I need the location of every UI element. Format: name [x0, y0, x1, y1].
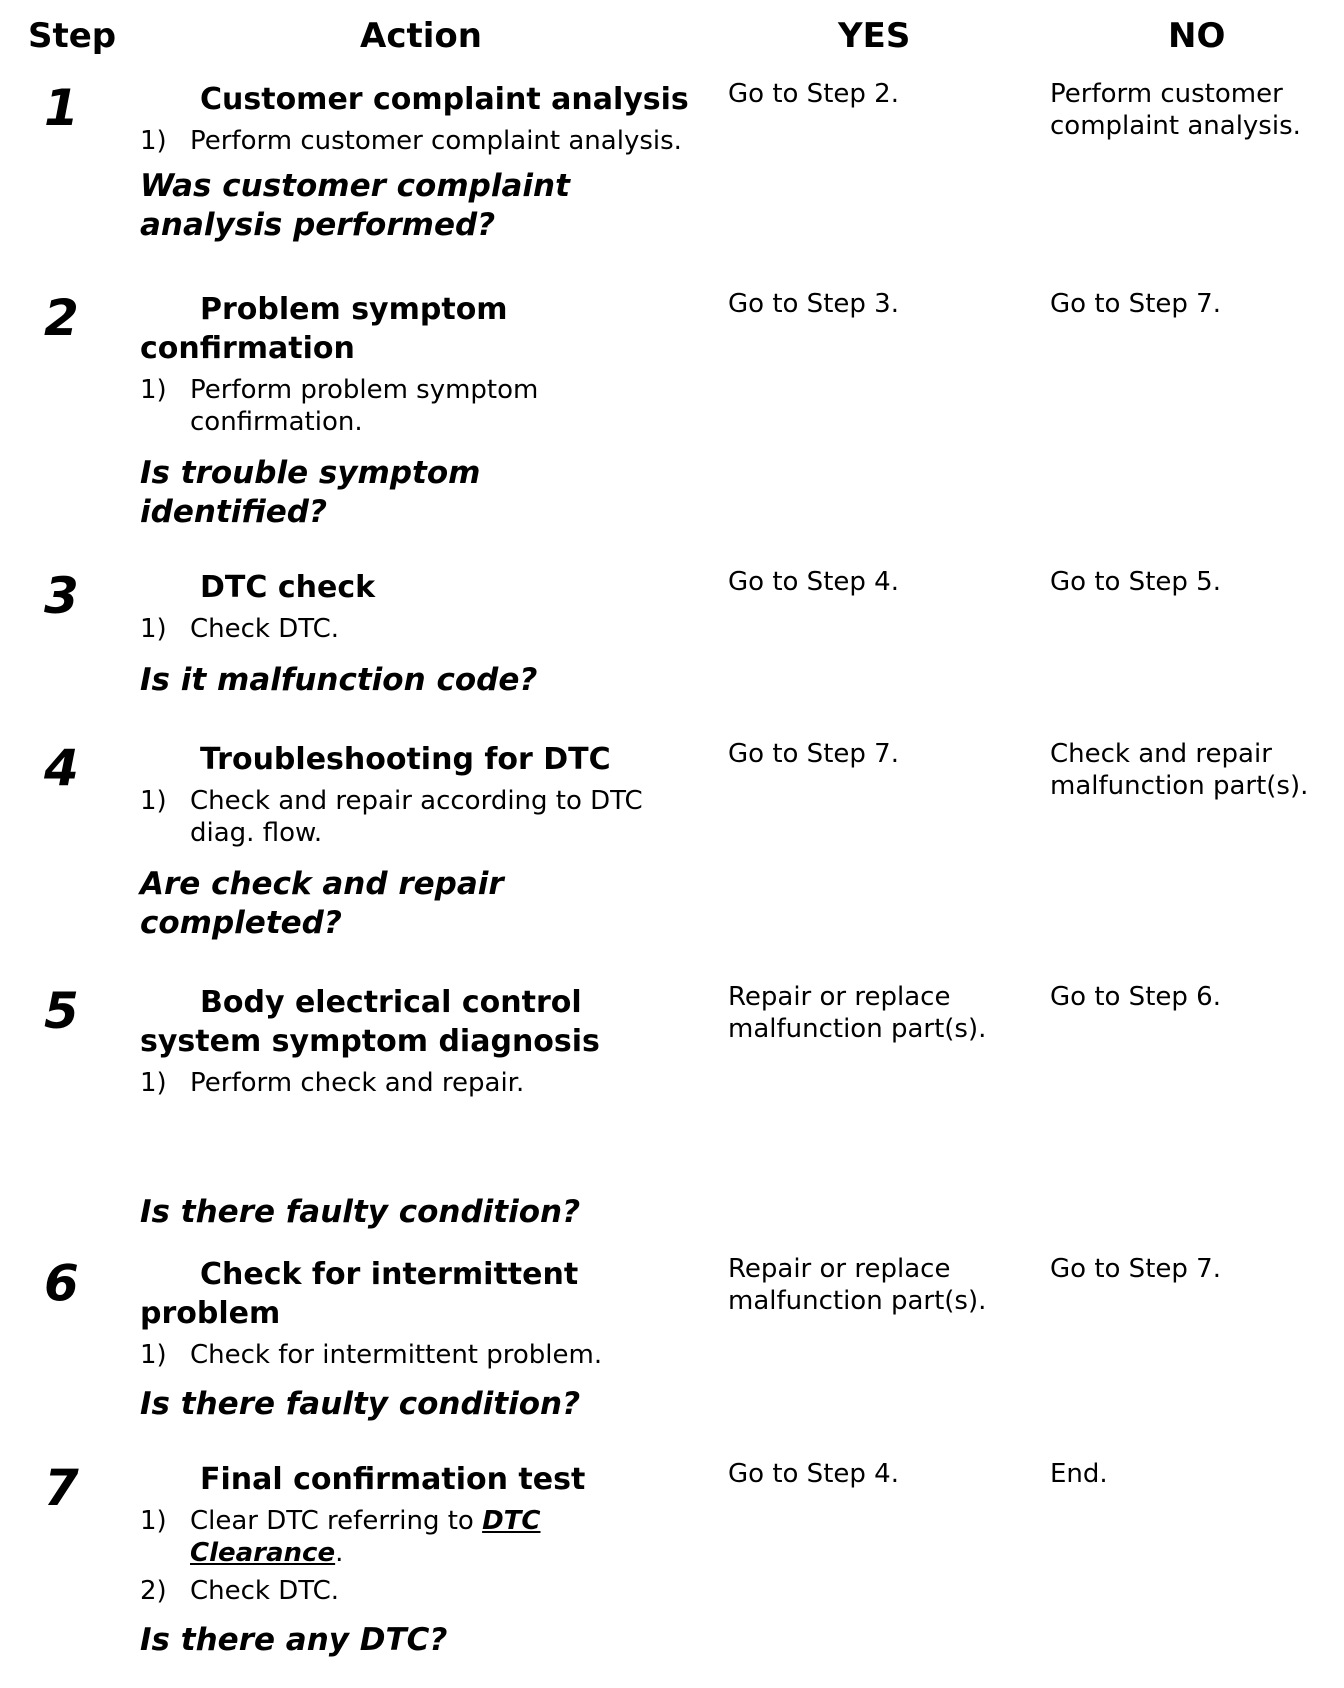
instruction-text-post: . [335, 1538, 344, 1568]
instruction-text: Clear DTC referring to DTC Clearance. [190, 1505, 600, 1569]
instruction-list: 1) Perform check and repair. [140, 1067, 710, 1099]
header-action: Action [360, 16, 482, 56]
instruction-item: 1) Perform check and repair. [140, 1067, 710, 1099]
step-title: Check for intermittent problem [140, 1257, 579, 1331]
step-action: Body electrical control system symptom d… [140, 983, 710, 1232]
instruction-list: 1) Check and repair according to DTC dia… [140, 785, 680, 849]
instruction-item: 1) Check and repair according to DTC dia… [140, 785, 680, 849]
instruction-number: 1) [140, 1506, 167, 1536]
step-title: Problem symptom confirmation [140, 292, 508, 366]
header-step: Step [28, 16, 117, 56]
dtc-clearance-link[interactable]: DTC Clearance [190, 1506, 541, 1568]
step-action: Troubleshooting for DTC 1) Check and rep… [140, 740, 710, 943]
yes-result: Go to Step 2. [728, 79, 899, 109]
yes-result: Go to Step 4. [728, 1459, 899, 1489]
no-result: End. [1050, 1459, 1108, 1489]
instruction-text: Check and repair according to DTC diag. … [190, 786, 643, 848]
instruction-number: 1) [140, 375, 167, 405]
yes-result: Repair or replace malfunction part(s). [728, 1254, 987, 1316]
no-result: Go to Step 7. [1050, 289, 1221, 319]
no-result: Go to Step 7. [1050, 1254, 1221, 1284]
instruction-text: Check DTC. [190, 614, 340, 644]
instruction-text: Check DTC. [190, 1576, 340, 1606]
instruction-text: Perform check and repair. [190, 1068, 525, 1098]
instruction-item: 1) Clear DTC referring to DTC Clearance. [140, 1505, 600, 1569]
step-number: 1 [44, 79, 79, 137]
step-action: Problem symptom confirmation 1) Perform … [140, 290, 710, 532]
instruction-number: 1) [140, 1340, 167, 1370]
instruction-number: 1) [140, 126, 167, 156]
step-question: Is there faulty condition? [140, 1194, 581, 1230]
step-title: Troubleshooting for DTC [200, 742, 611, 777]
yes-result: Go to Step 3. [728, 289, 899, 319]
step-number: 5 [44, 982, 79, 1040]
no-result: Go to Step 6. [1050, 982, 1221, 1012]
instruction-list: 1) Perform problem symptom confirmation. [140, 374, 580, 438]
instruction-number: 1) [140, 1068, 167, 1098]
step-number: 4 [44, 739, 79, 797]
instruction-text-pre: Clear DTC referring to [190, 1506, 483, 1536]
step-number: 2 [44, 289, 79, 347]
instruction-item: 1) Perform problem symptom confirmation. [140, 374, 580, 438]
step-title: Customer complaint analysis [200, 82, 689, 117]
header-yes: YES [838, 16, 911, 56]
step-number: 6 [44, 1254, 79, 1312]
no-result: Go to Step 5. [1050, 567, 1221, 597]
instruction-list: 1) Perform customer complaint analysis. [140, 125, 710, 157]
instruction-list: 1) Check DTC. [140, 613, 710, 645]
instruction-text: Perform customer complaint analysis. [190, 126, 682, 156]
instruction-item: 1) Check DTC. [140, 613, 710, 645]
no-result: Check and repair malfunction part(s). [1050, 739, 1309, 801]
step-question: Is there any DTC? [140, 1622, 448, 1658]
header-no: NO [1168, 16, 1226, 56]
step-action: DTC check 1) Check DTC. Is it malfunctio… [140, 568, 710, 700]
instruction-number: 2) [140, 1576, 167, 1606]
step-question: Was customer complaint analysis performe… [140, 168, 570, 243]
instruction-list: 1) Check for intermittent problem. [140, 1339, 710, 1371]
step-action: Customer complaint analysis 1) Perform c… [140, 80, 710, 245]
step-question: Is trouble symptom identified? [140, 455, 481, 530]
step-question: Are check and repair completed? [140, 866, 504, 941]
instruction-item: 1) Check for intermittent problem. [140, 1339, 710, 1371]
yes-result: Go to Step 7. [728, 739, 899, 769]
no-result: Perform customer complaint analysis. [1050, 79, 1301, 141]
step-question: Is there faulty condition? [140, 1386, 581, 1422]
step-action: Check for intermittent problem 1) Check … [140, 1255, 710, 1424]
instruction-text: Perform problem symptom confirmation. [190, 375, 539, 437]
step-title: DTC check [200, 570, 376, 605]
step-question: Is it malfunction code? [140, 662, 538, 698]
instruction-number: 1) [140, 614, 167, 644]
step-number: 3 [44, 567, 79, 625]
instruction-item: 2) Check DTC. [140, 1575, 600, 1607]
step-title: Body electrical control system symptom d… [140, 985, 600, 1059]
instruction-number: 1) [140, 786, 167, 816]
step-number: 7 [44, 1459, 79, 1517]
instruction-list: 1) Clear DTC referring to DTC Clearance.… [140, 1505, 600, 1607]
step-title: Final confirmation test [200, 1462, 586, 1497]
yes-result: Go to Step 4. [728, 567, 899, 597]
instruction-text: Check for intermittent problem. [190, 1340, 603, 1370]
instruction-item: 1) Perform customer complaint analysis. [140, 125, 710, 157]
yes-result: Repair or replace malfunction part(s). [728, 982, 987, 1044]
step-action: Final confirmation test 1) Clear DTC ref… [140, 1460, 710, 1660]
